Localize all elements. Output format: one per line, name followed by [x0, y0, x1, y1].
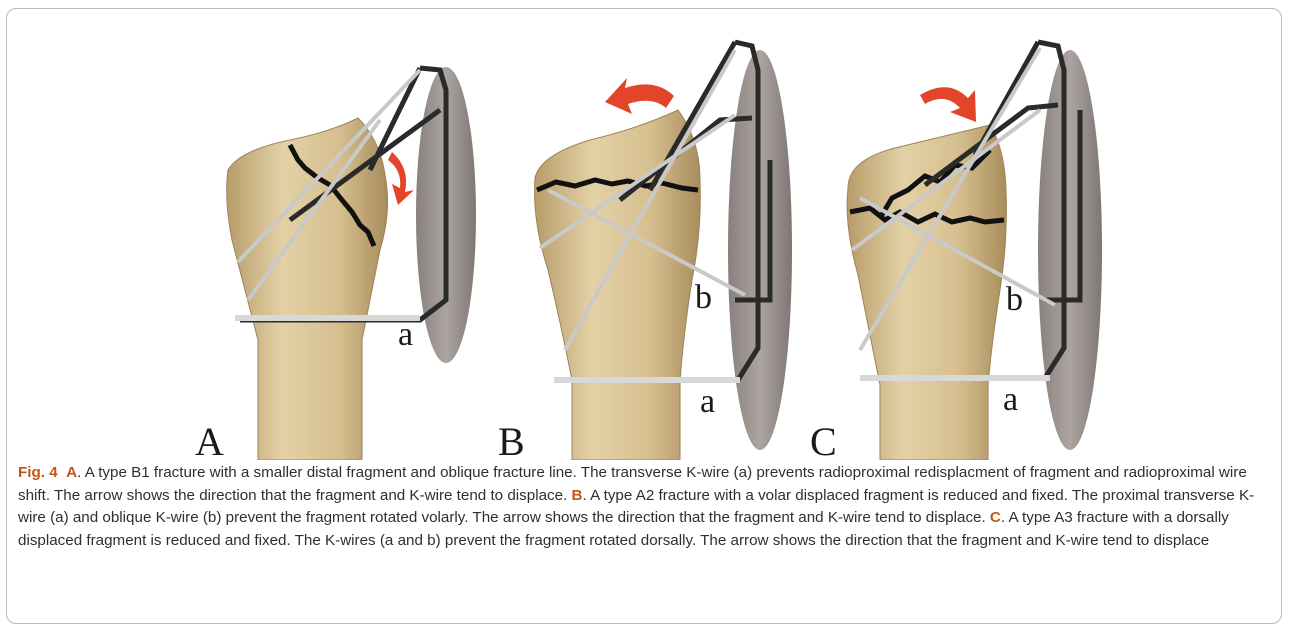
caption-panel-b-label: B — [572, 487, 583, 504]
panel-b: B b a — [498, 42, 792, 460]
wire-label-c-b: b — [1006, 281, 1023, 318]
plate-c — [1038, 50, 1102, 450]
wire-label-b-b: b — [695, 279, 712, 316]
panel-letter-a: A — [195, 419, 224, 460]
displacement-arrow-b — [605, 78, 674, 114]
bone-b — [535, 110, 701, 460]
displacement-arrow-a — [388, 152, 414, 205]
panel-letter-b: B — [498, 419, 525, 460]
wire-label-b-a: a — [700, 383, 715, 420]
caption-panel-a-label: A — [66, 464, 77, 481]
fracture-illustration: A a B b a C b a — [0, 0, 1290, 460]
displacement-arrow-c — [920, 87, 976, 122]
wire-label-c-a: a — [1003, 381, 1018, 418]
figure-label: Fig. 4 — [18, 464, 58, 481]
panel-c: C b a — [810, 42, 1102, 460]
wire-label-a-a: a — [398, 316, 413, 353]
caption-panel-c-label: C — [990, 509, 1001, 526]
panel-letter-c: C — [810, 419, 837, 460]
figure-caption: Fig. 4 A. A type B1 fracture with a smal… — [18, 462, 1270, 552]
panel-a: A a — [195, 67, 476, 460]
